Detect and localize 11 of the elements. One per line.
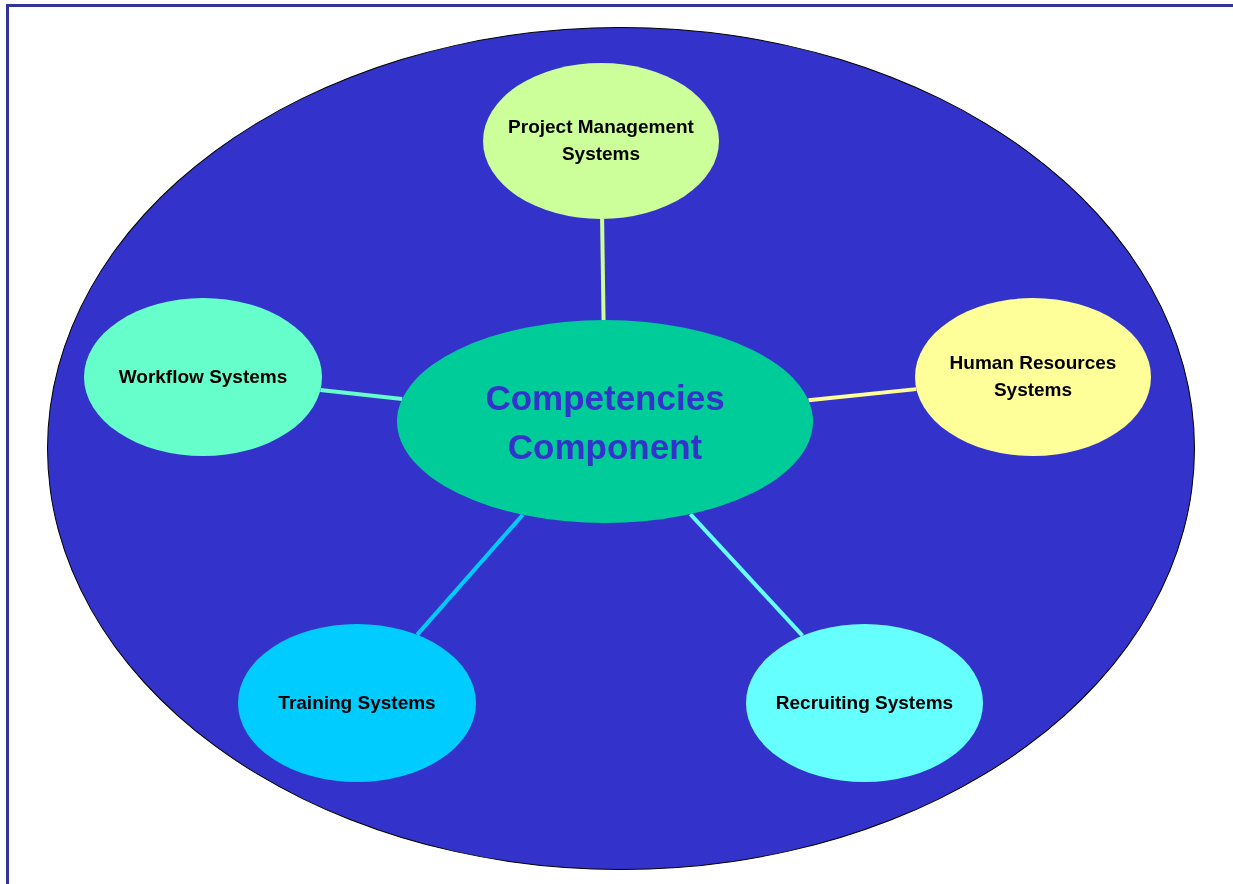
node-label: Human Resources Systems — [948, 351, 1118, 402]
connector-line — [600, 218, 606, 321]
node-label: Training Systems — [277, 690, 437, 715]
node-label: Competencies Component — [484, 376, 726, 468]
connector-line — [808, 387, 917, 403]
node-label: Workflow Systems — [117, 364, 289, 389]
connector-line — [415, 513, 525, 637]
connector-line — [320, 388, 403, 402]
node-label: Recruiting Systems — [774, 690, 955, 715]
connector-line — [688, 512, 804, 638]
node-label: Project Management Systems — [507, 115, 695, 166]
